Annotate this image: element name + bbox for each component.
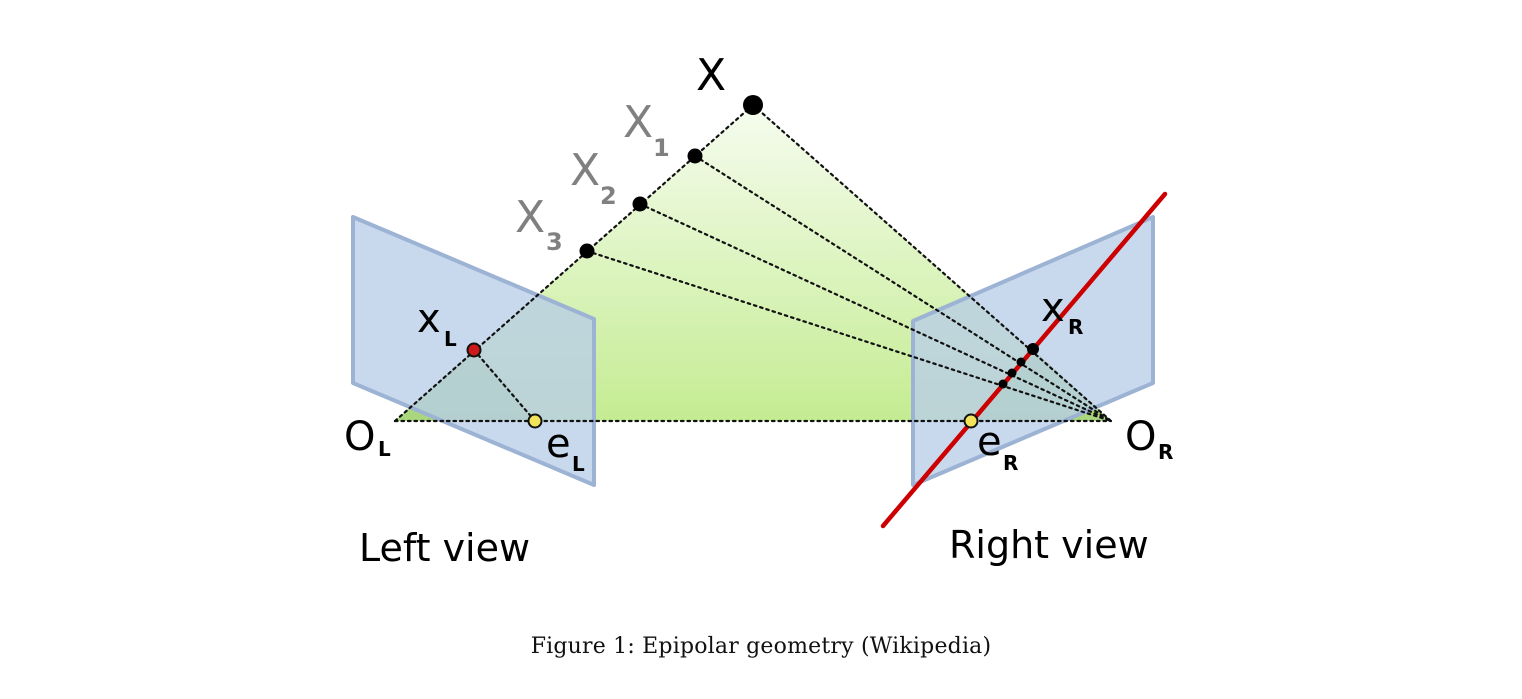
label-OL-sub: L <box>378 437 391 461</box>
point-X <box>743 95 763 115</box>
label-X3-sub: 3 <box>546 228 563 256</box>
point-X2 <box>632 196 648 212</box>
figure-caption: Figure 1: Epipolar geometry (Wikipedia) <box>530 634 992 659</box>
ray-xL-eL <box>472 348 537 423</box>
label-X1: X <box>623 97 653 148</box>
left-view-label: Left view <box>359 526 530 570</box>
point-xL <box>466 342 482 358</box>
label-OL: O <box>344 414 375 460</box>
label-eL-sub: L <box>572 452 585 476</box>
point-xR1 <box>1016 357 1026 367</box>
ray-X3-OR <box>585 249 1113 423</box>
label-xL: x <box>417 296 441 342</box>
label-xR-sub: R <box>1068 315 1083 339</box>
label-eR-sub: R <box>1003 451 1018 475</box>
point-xR2 <box>1007 368 1017 378</box>
ray-X-OR <box>751 103 1113 423</box>
label-OR-sub: R <box>1158 440 1173 464</box>
epipole-eL <box>527 413 543 429</box>
label-xR: x <box>1041 285 1065 331</box>
label-X: X <box>696 50 726 101</box>
label-X3: X <box>515 192 545 243</box>
label-eL: e <box>546 421 571 467</box>
label-xL-sub: L <box>444 327 457 351</box>
label-X1-sub: 1 <box>653 134 670 162</box>
point-X3 <box>579 243 595 259</box>
label-X2-sub: 2 <box>600 182 617 210</box>
epipole-eR <box>963 413 979 429</box>
point-xR3 <box>998 379 1008 389</box>
label-OR: O <box>1125 414 1156 460</box>
ray-X1-OR <box>693 154 1113 423</box>
point-xR <box>1027 343 1039 355</box>
ray-X2-OR <box>638 202 1113 423</box>
point-X1 <box>687 148 703 164</box>
right-view-label: Right view <box>949 523 1149 567</box>
label-eR: e <box>977 419 1002 465</box>
label-X2: X <box>570 145 600 196</box>
